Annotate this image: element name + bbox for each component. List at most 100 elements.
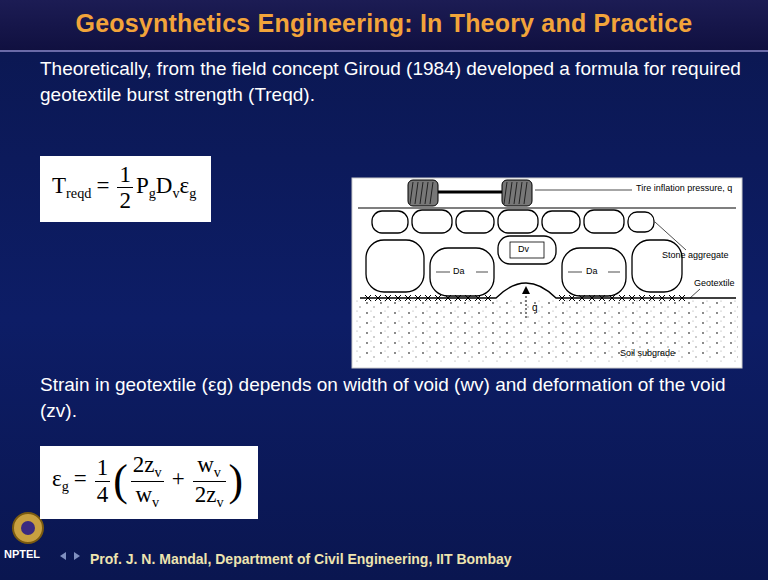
fraction-numerator: wv xyxy=(193,452,226,481)
stone-aggregate xyxy=(430,248,494,296)
formula-subscript: v xyxy=(216,494,223,510)
pressure-label: q xyxy=(532,302,538,313)
body-text: Theoretically, from the field concept Gi… xyxy=(40,56,750,107)
stone-aggregate xyxy=(542,211,580,233)
formula-fraction: 12 xyxy=(117,162,133,214)
formula-operator: = xyxy=(74,466,87,491)
geotextile-mark xyxy=(639,295,645,301)
geotextile-mark xyxy=(599,295,605,301)
geotextile-mark xyxy=(425,295,431,301)
formula-symbol: ε xyxy=(52,466,62,491)
part-label: Stone aggregate xyxy=(662,250,740,260)
illustration-frame xyxy=(352,178,742,368)
illustration xyxy=(352,178,742,368)
formula-symbol: 2z xyxy=(133,452,155,477)
geotextile-mark xyxy=(365,295,685,301)
tire-tread xyxy=(410,182,527,204)
geotextile-mark xyxy=(365,295,371,301)
dimension-line xyxy=(476,272,488,273)
formula-symbol: w xyxy=(135,482,152,507)
tire-tread xyxy=(425,182,428,204)
formula-symbol: P xyxy=(136,173,149,198)
formula-box: εg=14(2zvwv+wv2zv) xyxy=(40,446,258,519)
dimension-label: Da xyxy=(586,266,598,276)
fraction-denominator: 4 xyxy=(95,481,111,507)
formula-symbol: w xyxy=(197,452,214,477)
fraction-numerator: 2zv xyxy=(131,452,164,481)
geotextile-mark xyxy=(589,295,595,301)
formula-symbol: ε xyxy=(180,173,190,198)
fraction-denominator: wv xyxy=(131,481,164,511)
geotextile-mark xyxy=(405,295,411,301)
formula-subscript: g xyxy=(149,185,156,201)
geotextile-mark xyxy=(669,295,675,301)
nav-arrows xyxy=(60,552,80,560)
formula-subscript: v xyxy=(155,464,162,480)
tire xyxy=(408,180,438,206)
geotextile-mark xyxy=(435,295,441,301)
geotextile-mark xyxy=(455,295,461,301)
part-label: Soil subgrade xyxy=(620,348,675,358)
formula-symbol: 1 xyxy=(119,162,131,187)
formula-subscript: g xyxy=(62,478,69,494)
leader-line xyxy=(655,222,686,250)
fraction-numerator: 1 xyxy=(117,162,133,187)
fraction-denominator: 2zv xyxy=(193,481,226,511)
formula-box: Treqd=12PgDvεg xyxy=(40,156,211,222)
formula-symbol: 2 xyxy=(119,188,131,213)
formula-symbol: D xyxy=(156,173,173,198)
formula-fraction: wv2zv xyxy=(193,452,226,510)
stone-aggregate xyxy=(456,211,494,233)
formula-symbol: 4 xyxy=(97,482,109,507)
formula-fraction: 14 xyxy=(95,455,111,507)
geotextile-mark xyxy=(485,295,491,301)
tire-tread xyxy=(514,182,517,204)
formula-subscript: v xyxy=(152,494,159,510)
formula-subscript: v xyxy=(172,185,179,201)
geotextile-mark xyxy=(375,295,381,301)
formula-symbol: T xyxy=(52,173,66,198)
geotextile-mark xyxy=(659,295,665,301)
dimension-line xyxy=(568,272,582,273)
dimension-label: Dv xyxy=(518,244,529,254)
stone-aggregate xyxy=(366,240,424,292)
part-label: Geotextile xyxy=(694,278,735,288)
ground-line xyxy=(358,207,736,208)
dimension-label: Da xyxy=(453,266,465,276)
geotextile-mark xyxy=(395,295,401,301)
formula-subscript: g xyxy=(189,185,196,201)
stone-aggregate xyxy=(584,210,624,233)
formula-subscript: v xyxy=(214,464,221,480)
geotextile-mark xyxy=(619,295,625,301)
part-label: Tire inflation pressure, q xyxy=(636,183,740,193)
soil-subgrade xyxy=(356,300,738,362)
dimension-line xyxy=(436,272,450,273)
tire-tread xyxy=(524,182,527,204)
formula-operator: + xyxy=(172,466,185,491)
tire-tread xyxy=(420,182,423,204)
stone-aggregate xyxy=(412,210,452,233)
geotextile-mark xyxy=(629,295,635,301)
stone-aggregate xyxy=(372,211,408,233)
pressure-arrowhead xyxy=(522,286,530,294)
tire-tread xyxy=(519,182,522,204)
geotextile-mark xyxy=(385,295,391,301)
formula-parenthesis: ) xyxy=(229,456,244,504)
tire xyxy=(502,180,532,206)
stone-aggregate xyxy=(562,248,626,296)
tire-tread xyxy=(410,182,413,204)
leader-line xyxy=(535,190,632,191)
nptel-logo xyxy=(21,521,35,535)
stone-aggregate xyxy=(632,240,682,292)
stone-aggregate xyxy=(498,210,538,233)
geotextile-mark xyxy=(649,295,655,301)
geotextile-mark xyxy=(559,295,565,301)
tire-tread xyxy=(415,182,418,204)
geotextile-mark xyxy=(579,295,585,301)
geotextile-mark xyxy=(609,295,615,301)
formula-fraction: 2zvwv xyxy=(131,452,164,510)
tire-tread xyxy=(504,182,507,204)
leader-line xyxy=(690,289,700,298)
tire-tread xyxy=(509,182,512,204)
tire-tread xyxy=(430,182,433,204)
